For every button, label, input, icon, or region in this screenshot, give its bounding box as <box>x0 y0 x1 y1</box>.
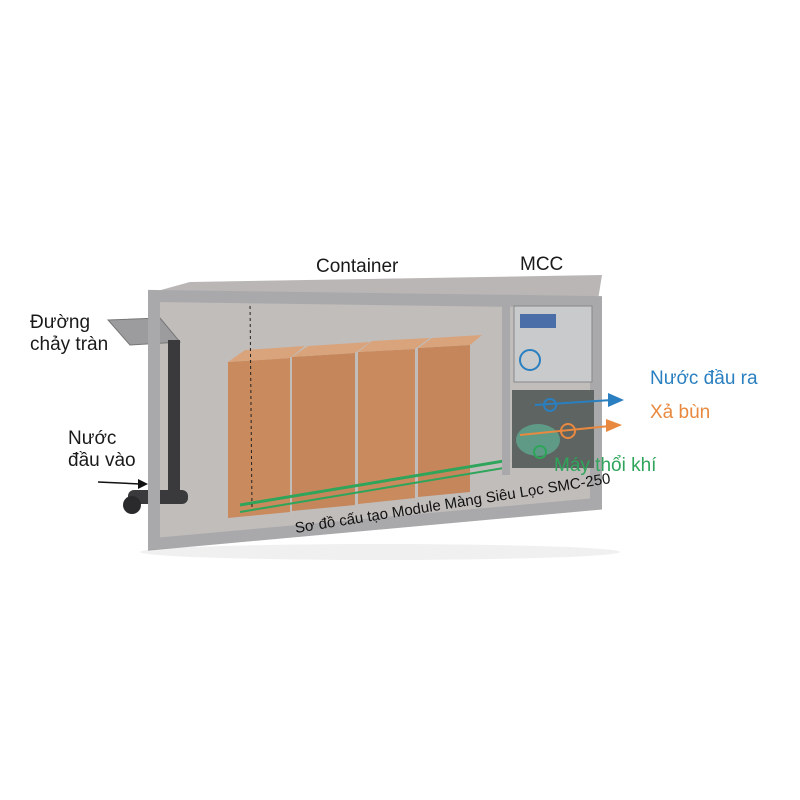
membrane-block <box>358 349 415 504</box>
label-overflow-line2: chảy tràn <box>30 334 109 355</box>
label-outlet: Nước đầu ra <box>650 368 758 389</box>
blower-motor <box>516 424 560 456</box>
air-pipe <box>239 466 511 513</box>
container-frame <box>148 289 602 551</box>
membrane-block <box>292 353 355 511</box>
air-pipe <box>239 458 511 507</box>
outlet-flow <box>534 393 624 412</box>
inlet-arrow-icon <box>138 479 148 489</box>
label-inlet-line1: Nước <box>68 428 117 449</box>
sludge-arrow-icon <box>606 419 622 432</box>
label-container: Container <box>316 256 399 277</box>
blower-symbol <box>533 445 547 459</box>
membrane-blocks <box>228 335 482 518</box>
label-inlet-line2: đầu vào <box>68 450 136 471</box>
membrane-block <box>228 358 290 518</box>
membrane-block <box>418 345 470 497</box>
inlet-pipe-end <box>123 496 141 514</box>
sludge-flow <box>519 419 622 439</box>
label-mcc: MCC <box>520 254 564 275</box>
label-blower: Máy thổi khí <box>554 455 657 476</box>
outlet-arrow-icon <box>608 393 624 407</box>
label-overflow-line1: Đường <box>30 312 91 333</box>
inlet-pipe-vertical <box>168 340 180 500</box>
label-sludge: Xả bùn <box>650 402 711 423</box>
